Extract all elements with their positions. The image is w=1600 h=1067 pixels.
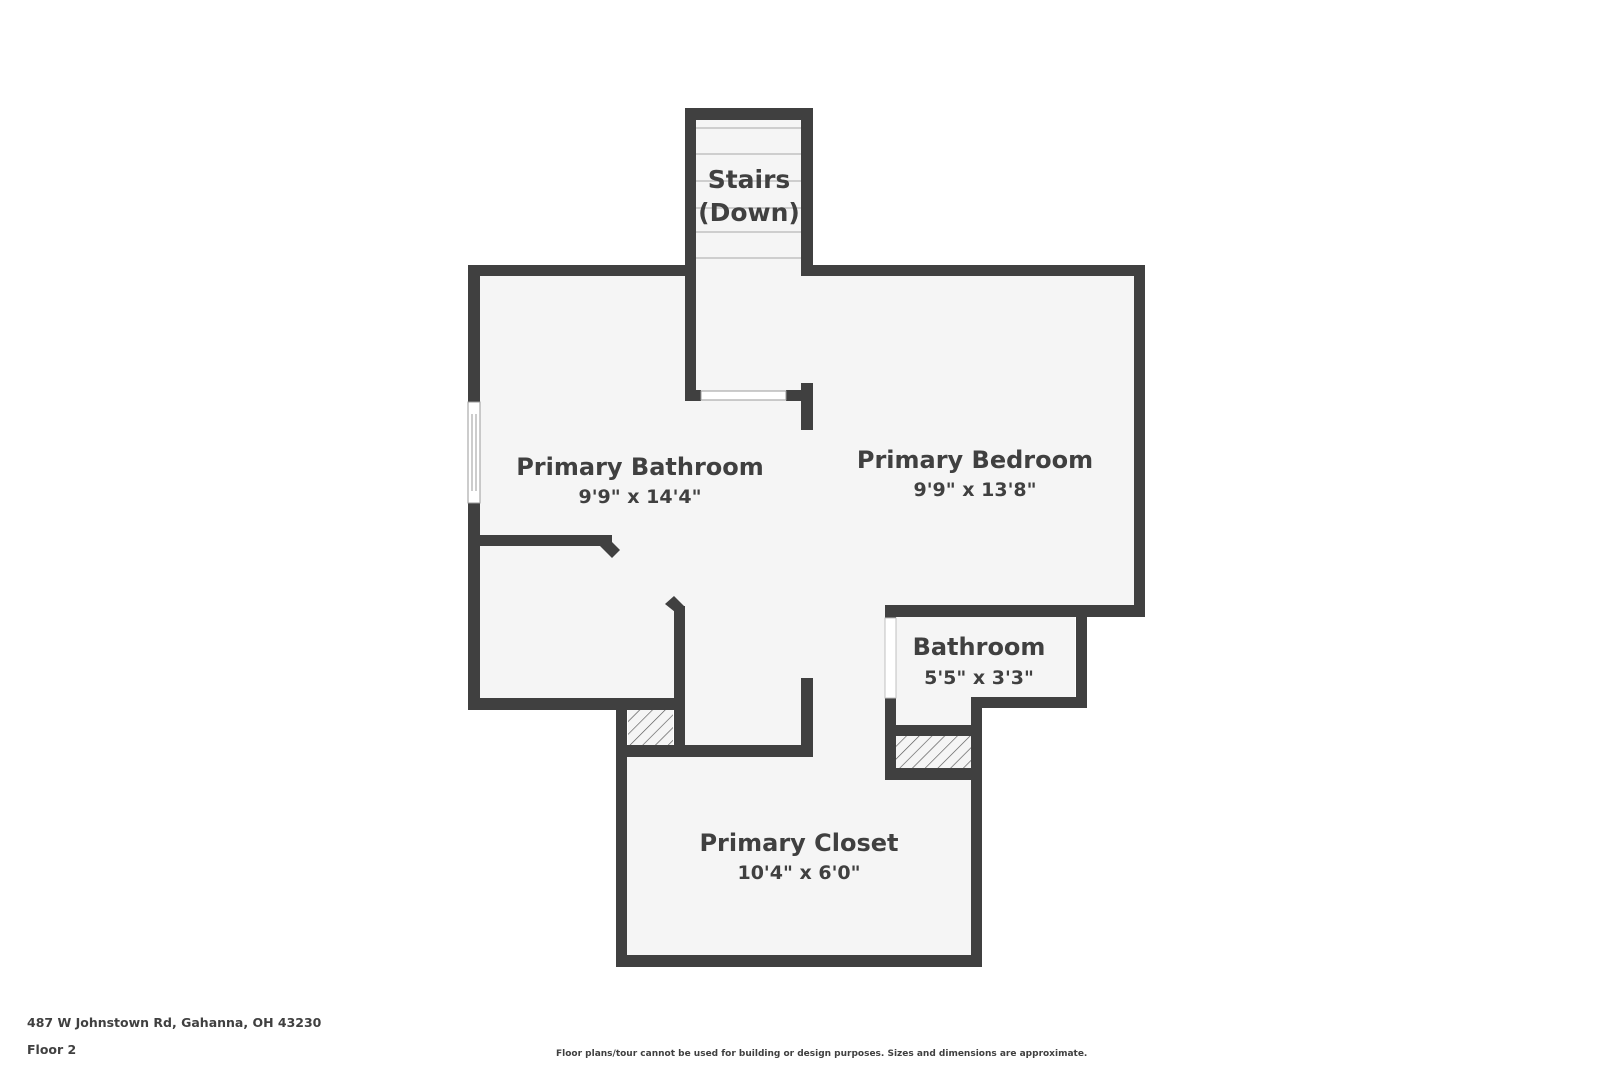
svg-text:9'9" x 13'8": 9'9" x 13'8" [913, 479, 1036, 501]
svg-text:Bathroom: Bathroom [913, 633, 1046, 661]
label-primary-bathroom: Primary Bathroom 9'9" x 14'4" [516, 453, 764, 508]
label-bathroom: Bathroom 5'5" x 3'3" [913, 633, 1046, 689]
stairs [696, 127, 801, 259]
label-stairs: Stairs (Down) [698, 165, 800, 227]
disclaimer-text: Floor plans/tour cannot be used for buil… [556, 1049, 1088, 1059]
pocket-door-top [700, 390, 787, 401]
hatched-chase-right [896, 736, 971, 768]
svg-text:Primary Closet: Primary Closet [699, 829, 898, 857]
hatched-chase-left [628, 710, 673, 745]
svg-text:10'4" x 6'0": 10'4" x 6'0" [737, 862, 860, 884]
window-left [467, 401, 481, 504]
label-primary-bedroom: Primary Bedroom 9'9" x 13'8" [857, 446, 1093, 501]
svg-text:(Down): (Down) [698, 198, 800, 227]
svg-text:Stairs: Stairs [708, 165, 791, 194]
svg-text:9'9" x 14'4": 9'9" x 14'4" [578, 486, 701, 508]
svg-text:5'5" x 3'3": 5'5" x 3'3" [924, 667, 1034, 689]
bathroom-door-opening [884, 617, 897, 699]
floor-fill [475, 114, 1141, 960]
svg-text:Primary Bedroom: Primary Bedroom [857, 446, 1093, 474]
walls [468, 108, 1145, 967]
svg-text:Primary Bathroom: Primary Bathroom [516, 453, 764, 481]
label-primary-closet: Primary Closet 10'4" x 6'0" [699, 829, 898, 884]
address-label: 487 W Johnstown Rd, Gahanna, OH 43230 [27, 1015, 322, 1030]
floor-label: Floor 2 [27, 1042, 77, 1057]
